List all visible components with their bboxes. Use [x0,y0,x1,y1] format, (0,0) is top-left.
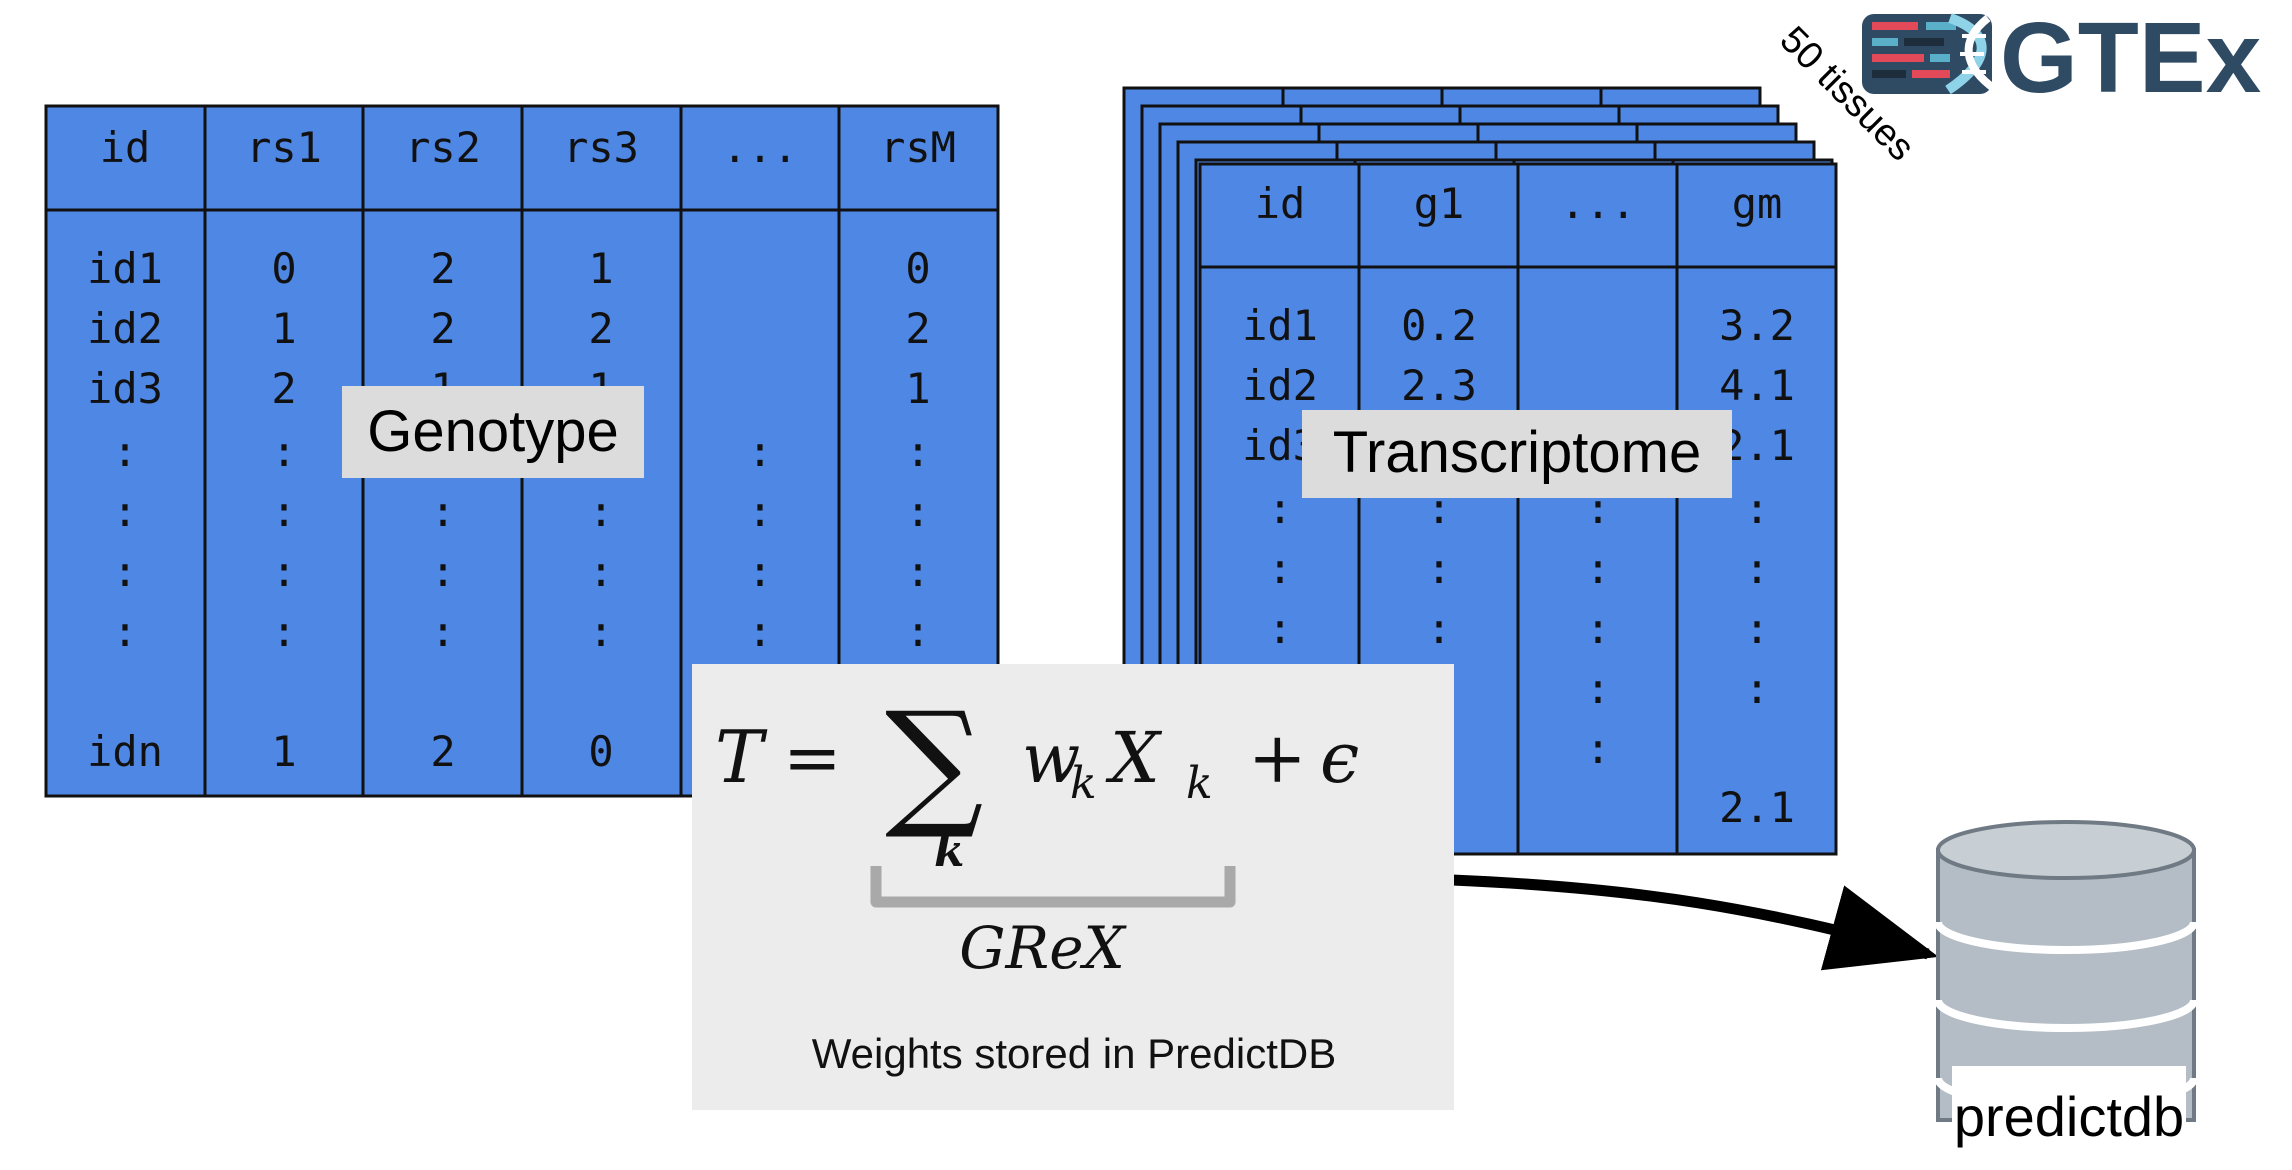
transcriptome-cell: : [1744,604,1769,653]
transcriptome-header-cell: g1 [1414,179,1465,228]
dna-helix-icon [1862,13,1999,95]
transcriptome-cell: 2.1 [1719,783,1795,832]
transcriptome-cell: 3.2 [1719,301,1795,350]
genotype-cell: 2 [271,364,296,413]
transcriptome-cell: : [1267,544,1292,593]
transcriptome-cell: : [1267,604,1292,653]
genotype-cell: 1 [588,244,613,293]
genotype-cell: 2 [430,727,455,776]
transcriptome-cell: 2.3 [1401,361,1477,410]
genotype-label: Genotype [367,399,619,464]
genotype-cell: : [747,607,772,656]
genotype-header-cell: rs1 [246,123,322,172]
genotype-cell: 2 [588,304,613,353]
genotype-cell: : [112,427,137,476]
genotype-cell: 2 [430,244,455,293]
transcriptome-cell: : [1426,544,1451,593]
formula-sum: ∑ [885,682,984,843]
gtex-logo: GTEx [1862,2,2261,114]
genotype-cell: id3 [87,364,163,413]
genotype-cell: id1 [87,244,163,293]
genotype-cell: : [905,607,930,656]
transcriptome-cell: : [1585,544,1610,593]
transcriptome-cell: : [1585,664,1610,713]
database-label: predictdb [1954,1085,2184,1148]
genotype-cell: : [747,487,772,536]
genotype-cell: 0 [271,244,296,293]
flow-arrow [1451,874,1939,971]
transcriptome-label-box [1302,410,1732,498]
genotype-cell: : [905,547,930,596]
genotype-cell: : [747,427,772,476]
genotype-header-cell: rs2 [405,123,481,172]
formula-genotype-var: X [1105,717,1163,799]
genotype-cell: : [588,487,613,536]
genotype-cell: 1 [905,364,930,413]
genotype-cell: : [112,607,137,656]
genotype-cell: 1 [271,304,296,353]
genotype-header-cell: rs3 [563,123,639,172]
transcriptome-cell: : [1267,484,1292,533]
genotype-label-box [342,386,644,478]
genotype-cell: : [430,487,455,536]
database-label-box [1952,1066,2186,1164]
formula-equals: = [783,717,842,799]
genotype-cell: : [588,607,613,656]
formula-weight: w [1022,720,1080,799]
genotype-cell: : [112,487,137,536]
formula-plus: + [1248,717,1307,799]
genotype-cell: : [271,547,296,596]
formula-lhs: T [715,715,768,799]
formula-epsilon: ϵ [1320,717,1359,799]
formula-sum-index: k [934,826,965,877]
genotype-cell: 2 [430,304,455,353]
transcriptome-label: Transcriptome [1333,420,1702,485]
formula-panel: T = ∑ k w k X k + ϵ GReX Weights stored … [692,664,1454,1110]
genotype-cell: : [588,547,613,596]
genotype-cell: 1 [271,727,296,776]
genotype-cell: : [905,487,930,536]
transcriptome-cell: id2 [1242,361,1318,410]
genotype-cell: : [271,427,296,476]
weights-caption: Weights stored in PredictDB [812,1030,1336,1077]
transcriptome-cell: : [1426,604,1451,653]
transcriptome-header-cell: ... [1560,179,1636,228]
transcriptome-header-cell: id [1255,179,1306,228]
formula-box [692,664,1454,1110]
genotype-cell: idn [87,727,163,776]
genotype-cell: : [271,607,296,656]
transcriptome-cell: : [1585,724,1610,773]
gtex-logo-text: GTEx [2000,2,2261,114]
genotype-header-cell: ... [722,123,798,172]
grex-brace [870,866,1236,908]
transcriptome-cell: : [1744,544,1769,593]
transcriptome-cell: : [1744,484,1769,533]
transcriptome-cell: 0.2 [1401,301,1477,350]
transcriptome-cell: : [1585,604,1610,653]
genotype-cell: 0 [588,727,613,776]
genotype-cell: : [271,487,296,536]
genotype-table: idrs1rs2rs3...rsMid10210id21222id32111::… [44,104,1000,798]
transcriptome-header-cell: gm [1732,179,1783,228]
genotype-cell: : [112,547,137,596]
genotype-cell: 2 [905,304,930,353]
genotype-cell: 0 [905,244,930,293]
genotype-header-cell: id [100,123,151,172]
grex-label: GReX [959,914,1127,982]
transcriptome-cell: 4.1 [1719,361,1795,410]
transcriptome-cell: id1 [1242,301,1318,350]
formula-genotype-sub: k [1186,758,1213,809]
genotype-header-cell: rsM [880,123,956,172]
genotype-cell: : [430,547,455,596]
genotype-cell: : [430,607,455,656]
genotype-cell: : [747,547,772,596]
formula-weight-sub: k [1070,758,1097,809]
genotype-cell: id2 [87,304,163,353]
transcriptome-cell: : [1744,664,1769,713]
prediction-formula: T = ∑ k w k X k + ϵ [715,682,1359,877]
genotype-cell: : [905,427,930,476]
